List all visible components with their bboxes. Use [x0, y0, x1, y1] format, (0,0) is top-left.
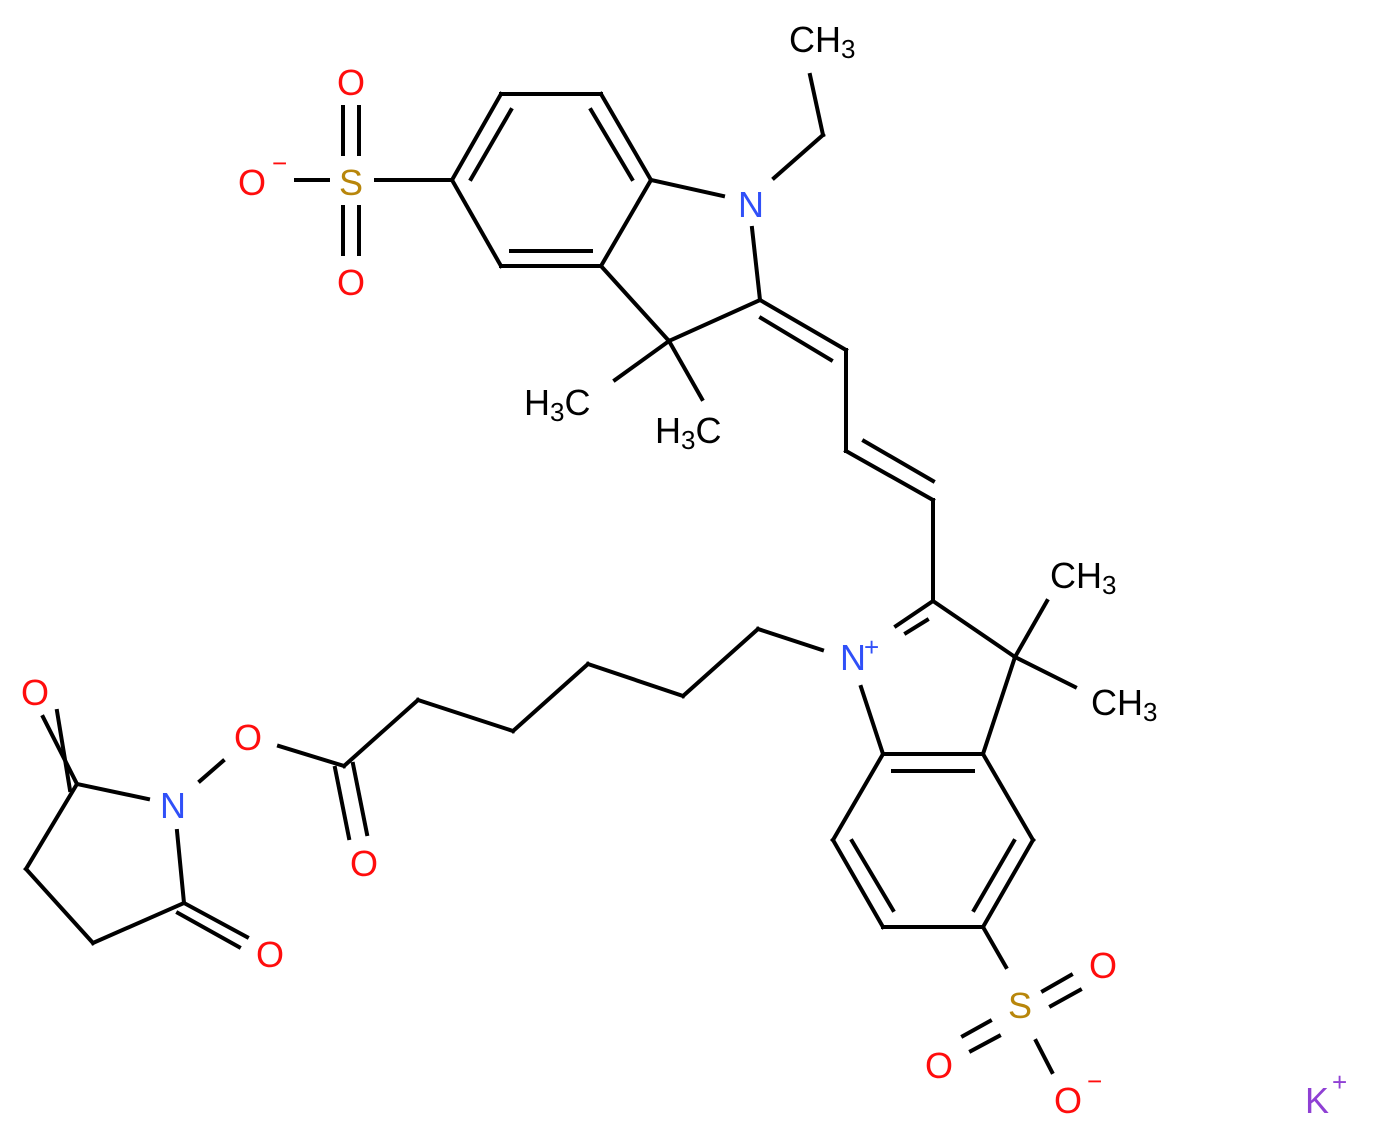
lower-five-ring	[858, 598, 1018, 757]
potassium-label: K	[1305, 1080, 1329, 1121]
ester-group	[276, 743, 370, 841]
lower-benzene-ring	[830, 751, 1036, 930]
upper-benzene-ring	[449, 91, 654, 269]
upper-sulfonate-bonds	[294, 105, 454, 256]
sulfur-label: S	[1008, 985, 1032, 1026]
oxygen-label: O	[337, 262, 365, 303]
oxygen-label: O	[925, 1045, 953, 1086]
sulfur-label: S	[339, 162, 363, 203]
oxygen-anion-label: O	[1054, 1080, 1082, 1121]
carbonyl-oxygen-label: O	[256, 934, 284, 975]
carbonyl-oxygen-label: O	[21, 672, 49, 713]
lower-sulfonate-bonds	[960, 924, 1083, 1075]
succinimide-nitrogen-label: N	[160, 785, 186, 826]
positive-charge: +	[864, 632, 879, 662]
nitrogen-label: N	[738, 184, 764, 225]
methyl-label: CH3	[789, 19, 855, 64]
methine-bridge	[757, 297, 936, 603]
nitrogen-cation-label: N	[840, 637, 866, 678]
methyl-label: CH3	[1091, 682, 1157, 727]
oxygen-anion-label: O	[238, 162, 266, 203]
negative-charge: −	[272, 148, 287, 178]
ester-oxygen-label: O	[234, 717, 262, 758]
oxygen-label: O	[1089, 945, 1117, 986]
negative-charge: −	[1087, 1066, 1102, 1096]
positive-charge: +	[1332, 1067, 1347, 1097]
methyl-label: H3C	[655, 410, 721, 455]
upper-ethyl	[771, 72, 826, 181]
carbonyl-oxygen-label: O	[350, 843, 378, 884]
oxygen-label: O	[337, 62, 365, 103]
upper-five-ring	[598, 177, 763, 344]
hexanoyl-chain	[341, 626, 825, 769]
succinimide-ring	[23, 708, 250, 950]
methyl-label: CH3	[1050, 555, 1116, 600]
methyl-label: H3C	[524, 382, 590, 427]
upper-gem-dimethyl	[612, 338, 705, 402]
lower-gem-dimethyl	[1012, 598, 1078, 690]
